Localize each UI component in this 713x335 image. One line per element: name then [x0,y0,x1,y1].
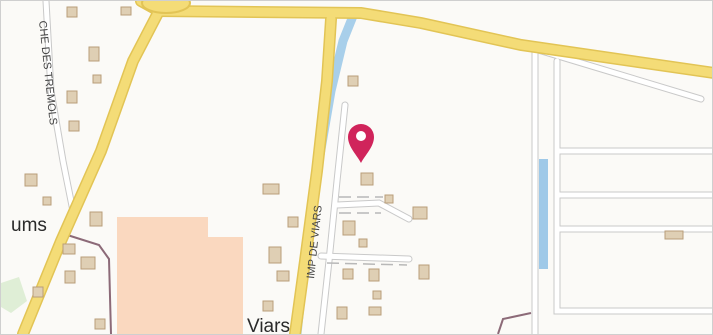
buildings [24,6,684,330]
place-label-ums: ums [11,215,47,236]
tracks [326,196,408,266]
landuse-area [117,217,243,334]
place-label-viars: Viars [247,316,290,334]
road-label-tremols: CHE DES TREMOLS [36,20,59,126]
admin-boundary [60,232,112,334]
grass-patch [1,277,27,313]
location-pin-icon[interactable] [348,124,374,163]
roundabout [141,1,191,14]
admin-boundary-2 [497,312,532,334]
minor-roads [43,1,712,334]
water-basin [539,159,548,269]
